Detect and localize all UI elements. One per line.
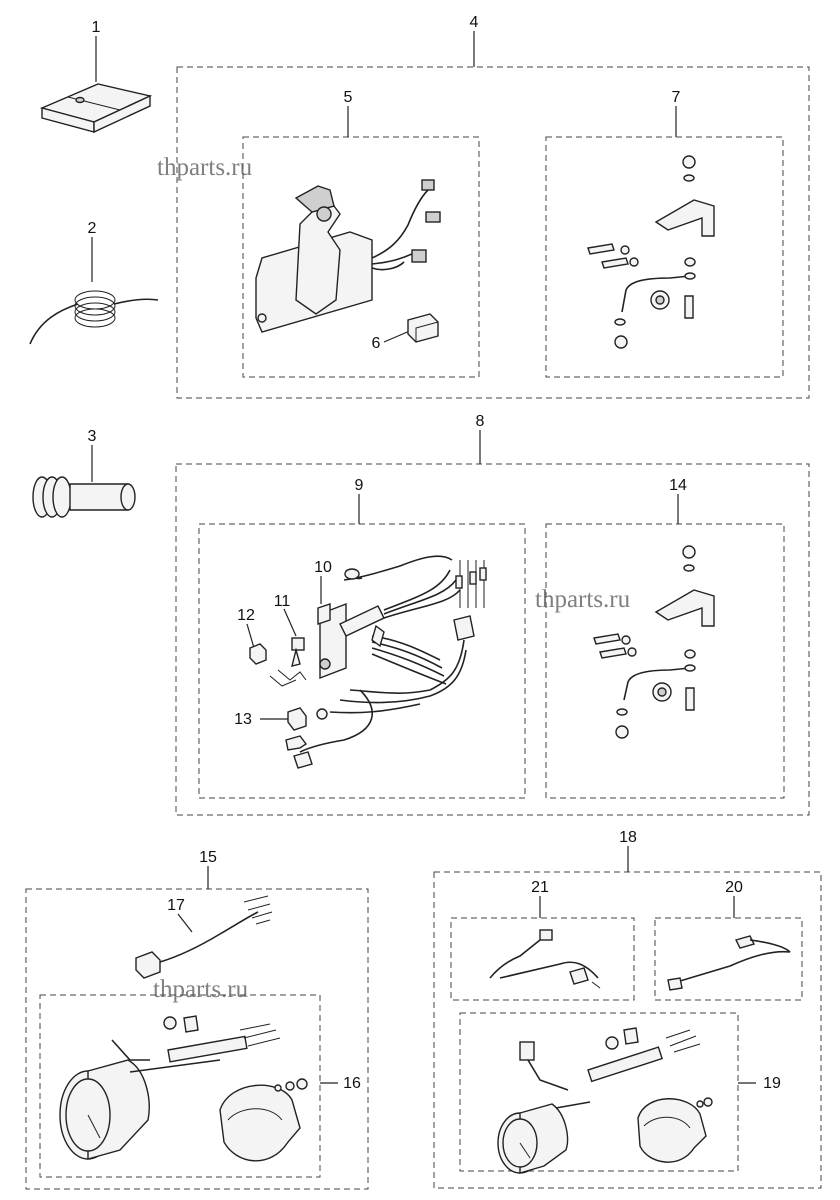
group-box-19 [459, 1012, 739, 1172]
part-21-sensor-wire [489, 929, 601, 989]
callout-13: 13 [234, 711, 252, 728]
group-box-7 [545, 136, 784, 378]
part-2-coil [29, 290, 159, 345]
part-5-remote-control [255, 179, 441, 333]
callout-3: 3 [88, 428, 97, 445]
callout-20: 20 [725, 879, 743, 896]
callout-7: 7 [672, 89, 681, 106]
callout-5: 5 [344, 89, 353, 106]
group-box-9 [198, 523, 526, 799]
part-10-switch-plate [317, 603, 331, 625]
group-box-5 [242, 136, 480, 378]
part-3-grommet [32, 476, 136, 518]
callout-11: 11 [274, 593, 291, 610]
callout-15: 15 [199, 849, 217, 866]
callout-12: 12 [237, 607, 255, 624]
callout-10: 10 [314, 559, 332, 576]
group-box-16 [39, 994, 321, 1178]
group-box-15 [25, 888, 369, 1190]
callout-9: 9 [355, 477, 364, 494]
callout-2: 2 [88, 220, 97, 237]
part-14-bracket-kit [593, 545, 715, 739]
part-13-plugs [285, 707, 328, 769]
part-20-lead-wire [667, 935, 791, 991]
callout-19: 19 [763, 1075, 781, 1092]
callout-8: 8 [476, 413, 485, 430]
watermark-1: thparts.ru [157, 154, 253, 181]
part-6-connector [407, 313, 439, 343]
callout-18: 18 [619, 829, 637, 846]
part-9-harness [299, 555, 487, 753]
callout-17: 17 [167, 897, 185, 914]
part-19-gauge [497, 1027, 713, 1174]
group-box-20 [654, 917, 803, 1001]
part-1-pouch [39, 83, 153, 134]
part-17-harness [135, 895, 273, 979]
part-11-key-switch [269, 637, 307, 687]
group-box-4 [176, 66, 810, 399]
part-16-gauge [59, 1015, 308, 1162]
callout-6: 6 [372, 335, 381, 352]
part-12-cap [249, 643, 267, 665]
group-box-14 [545, 523, 785, 799]
callout-1: 1 [92, 19, 101, 36]
callout-14: 14 [669, 477, 687, 494]
watermark-3: thparts.ru [153, 976, 249, 1003]
callout-16: 16 [343, 1075, 361, 1092]
part-7-bracket-kit [587, 155, 715, 349]
group-box-8 [175, 463, 810, 816]
callout-21: 21 [531, 879, 549, 896]
group-box-21 [450, 917, 635, 1001]
callout-4: 4 [470, 14, 479, 31]
watermark-2: thparts.ru [535, 586, 631, 613]
